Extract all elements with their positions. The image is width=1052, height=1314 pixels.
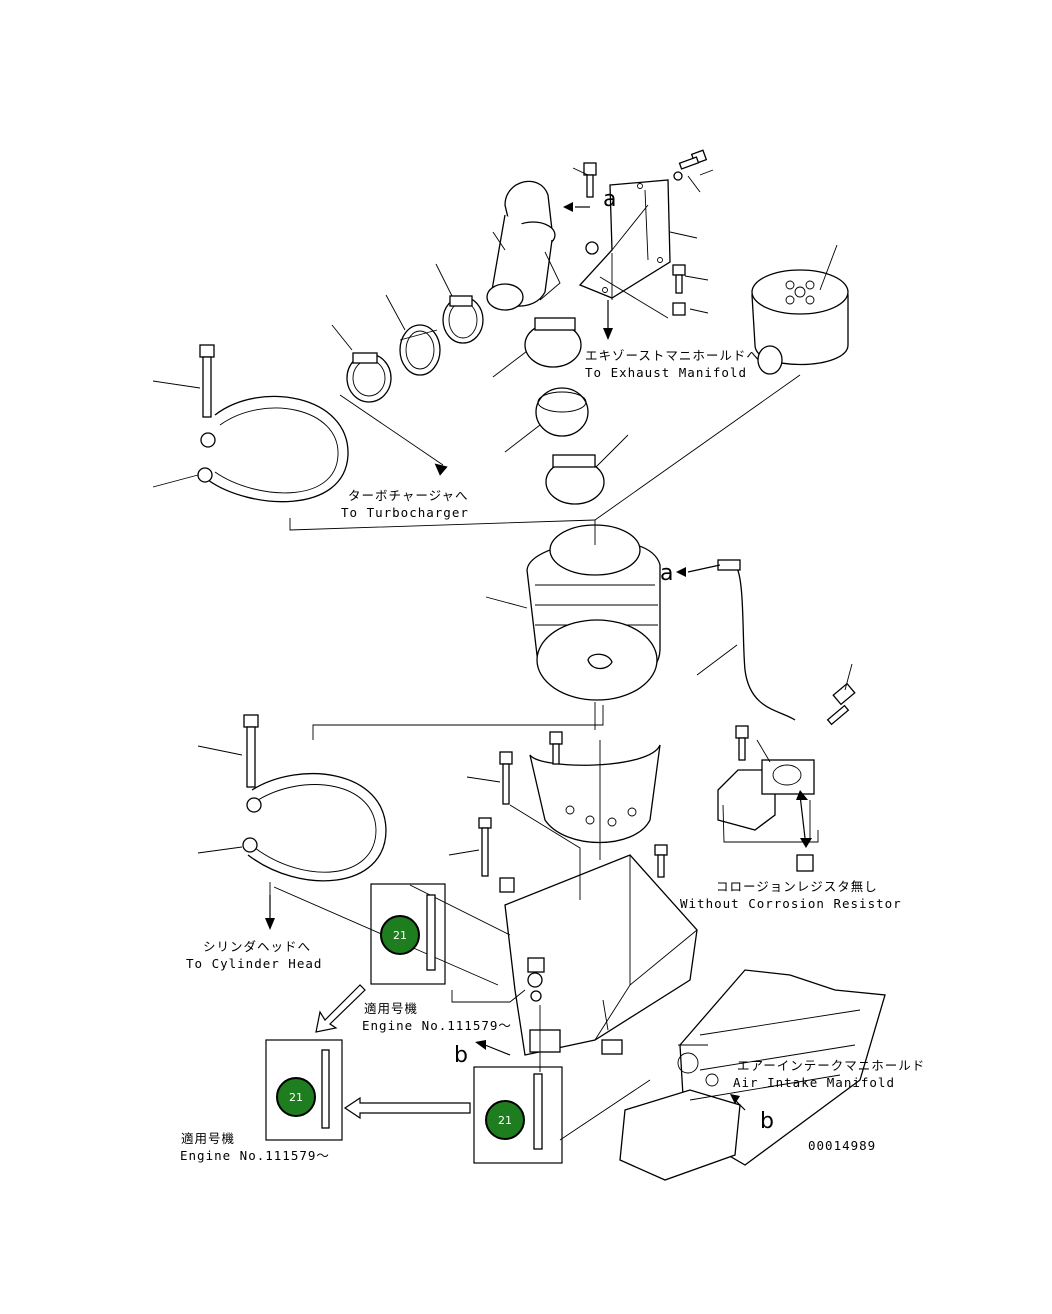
label-corrosion-jp: コロージョンレジスタ無し (716, 879, 878, 894)
clamp-3 (545, 454, 605, 505)
label-cylinder-jp: シリンダヘッドへ (203, 939, 311, 954)
clamp-small-2 (346, 352, 392, 403)
mounting-plate (499, 854, 698, 1056)
label-turbo-jp: ターボチャージャへ (348, 488, 469, 503)
clamp-small-1 (442, 295, 484, 344)
ref-b-mid: b (454, 1043, 468, 1068)
nut-bracket (672, 302, 686, 316)
detail-box-3 (473, 1066, 563, 1164)
badge-label: 21 (393, 929, 407, 942)
bolt-bracket-right (672, 264, 686, 294)
bolts-lower (448, 725, 749, 878)
sleeve-1 (399, 324, 441, 376)
detail-box-2 (265, 1039, 343, 1141)
arrows (265, 202, 812, 1120)
label-intake-en: Air Intake Manifold (733, 1075, 895, 1090)
nut-icon (585, 241, 599, 255)
washer-icon (673, 171, 683, 181)
saddle-bracket (529, 744, 661, 844)
bolt-top (583, 162, 597, 198)
part-badge-3[interactable]: 21 (485, 1100, 525, 1140)
ref-a-mid: a (660, 561, 673, 586)
corrosion-bracket (717, 759, 815, 872)
exhaust-bracket (578, 179, 671, 299)
label-exhaust-en: To Exhaust Manifold (585, 365, 747, 380)
exhaust-elbow (486, 180, 561, 311)
breather-hose (696, 559, 796, 721)
label-corrosion-en: Without Corrosion Resistor (680, 896, 902, 911)
label-turbo-en: To Turbocharger (341, 505, 469, 520)
band-clamp-upper (152, 344, 349, 503)
badge-label: 21 (498, 1114, 512, 1127)
label-applicable-2: 適用号機 (181, 1131, 235, 1146)
air-intake-manifold (601, 969, 886, 1181)
label-applicable-1: 適用号機 (364, 1001, 418, 1016)
sleeve-2 (535, 387, 589, 437)
ref-a-top: a (603, 187, 616, 212)
clamp-elbow (524, 317, 582, 368)
label-engine-no-2: Engine No.111579～ (180, 1148, 330, 1163)
precleaner (751, 244, 849, 375)
bolt-right-top (678, 149, 708, 170)
label-engine-no-1: Engine No.111579～ (362, 1018, 512, 1033)
label-exhaust-jp: エキゾーストマニホールドへ (585, 348, 760, 363)
part-badge-1[interactable]: 21 (380, 915, 420, 955)
detail-box-1 (370, 883, 446, 985)
connection-lines (269, 253, 819, 1141)
drawing-number: 00014989 (808, 1138, 876, 1153)
ref-b-low: b (760, 1109, 774, 1134)
badge-label: 21 (289, 1091, 303, 1104)
part-badge-2[interactable]: 21 (276, 1077, 316, 1117)
label-cylinder-en: To Cylinder Head (186, 956, 322, 971)
label-intake-jp: エアーインテークマニホールド (737, 1058, 925, 1073)
band-clamp-lower (197, 714, 387, 882)
air-cleaner (485, 524, 661, 701)
fitting-right (826, 663, 856, 726)
